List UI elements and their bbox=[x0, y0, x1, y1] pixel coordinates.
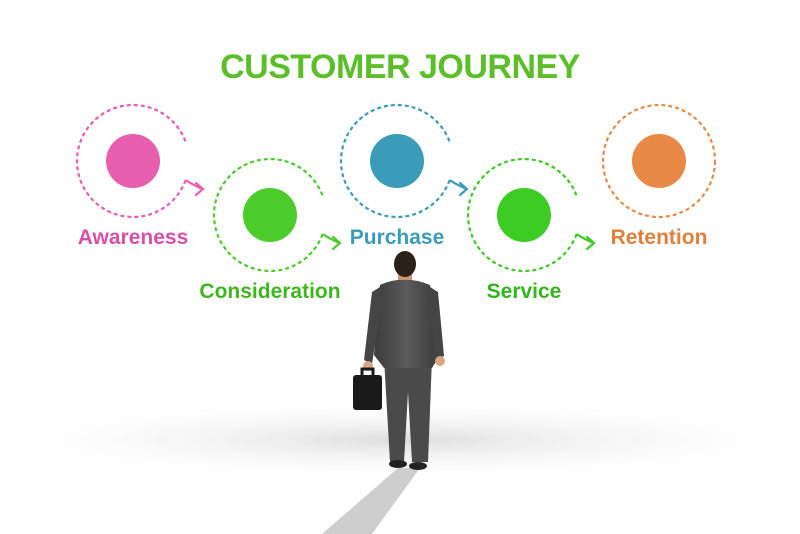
figure-head bbox=[394, 251, 416, 277]
arrow-right-icon bbox=[194, 181, 205, 197]
stage-label-service: Service bbox=[486, 280, 562, 303]
stage-ring-retention bbox=[601, 103, 717, 219]
figure-hand-right bbox=[435, 356, 445, 366]
stage-ring-purchase bbox=[339, 103, 451, 219]
stage-label-awareness: Awareness bbox=[77, 226, 189, 249]
figure-shadow bbox=[322, 468, 420, 534]
stage-dot-awareness bbox=[106, 134, 160, 188]
figure-shoe-left bbox=[389, 460, 407, 468]
stages-layer bbox=[75, 103, 717, 273]
stage-dot-purchase bbox=[370, 134, 424, 188]
stage-label-retention: Retention bbox=[610, 226, 708, 249]
businessman-figure bbox=[322, 251, 445, 534]
stage-dot-consideration bbox=[243, 188, 297, 242]
arrow-right-icon bbox=[585, 235, 596, 251]
stage-ring-awareness bbox=[75, 103, 187, 219]
arrow-right-icon bbox=[331, 235, 342, 251]
stage-dot-service bbox=[497, 188, 551, 242]
briefcase-icon bbox=[353, 367, 382, 410]
page-title: CUSTOMER JOURNEY bbox=[220, 48, 580, 86]
stage-label-consideration: Consideration bbox=[199, 280, 341, 303]
stage-ring-consideration bbox=[212, 157, 324, 273]
arrow-right-icon bbox=[458, 181, 469, 197]
figure-legs bbox=[384, 358, 432, 462]
figure-arm-right bbox=[428, 287, 444, 360]
stage-dot-retention bbox=[632, 134, 686, 188]
stage-ring-service bbox=[466, 157, 578, 273]
figure-jacket bbox=[374, 279, 440, 368]
figure-shoe-right bbox=[409, 462, 427, 470]
stage-label-purchase: Purchase bbox=[349, 226, 445, 249]
figure-arm-left bbox=[364, 287, 382, 364]
